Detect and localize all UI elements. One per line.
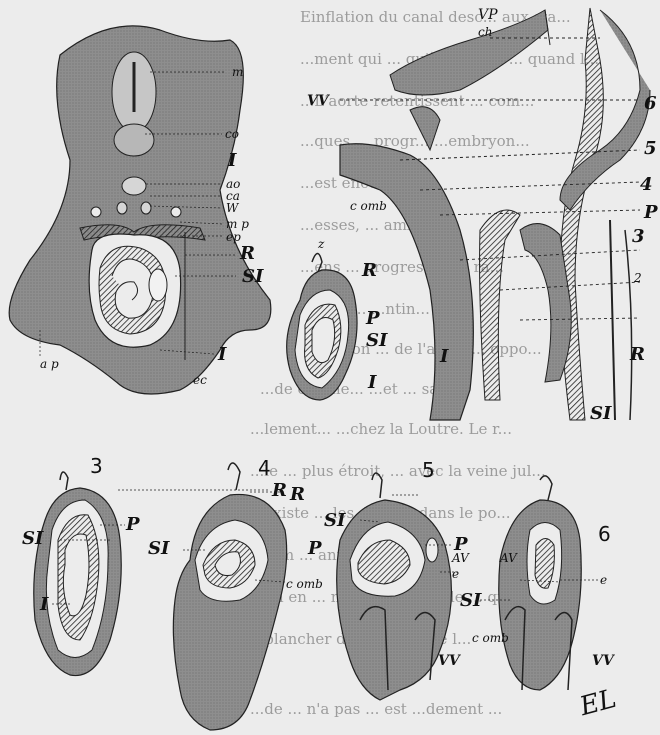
label-AV: AV xyxy=(452,552,469,564)
label-P: P xyxy=(644,204,658,222)
figure-3 xyxy=(34,472,122,676)
label-R: R xyxy=(362,262,377,280)
label-R: R xyxy=(630,346,645,364)
label-ch: ch xyxy=(478,26,492,38)
label-z: z xyxy=(318,238,324,250)
figure-2-heart-section xyxy=(287,254,357,401)
label-R: R xyxy=(240,245,255,263)
figure-number-5: 5 xyxy=(422,460,435,480)
label-e: e xyxy=(452,568,459,580)
label-P: P xyxy=(366,310,380,328)
figure-number-3: 3 xyxy=(90,456,103,476)
label-I: I xyxy=(368,374,376,392)
label-mp: m p xyxy=(226,218,249,230)
label-SI: SI xyxy=(366,332,387,350)
label-6: 6 xyxy=(644,95,657,113)
label-VV: VV xyxy=(592,654,614,668)
figure-5 xyxy=(337,473,452,700)
label-VV: VV xyxy=(307,94,329,108)
label-SI: SI xyxy=(148,540,169,558)
label-comb: c omb xyxy=(350,200,387,212)
label-comb: c omb xyxy=(286,578,323,590)
notochord xyxy=(114,124,154,156)
label-ap: a p xyxy=(40,358,59,370)
label-ep: ep xyxy=(226,231,241,243)
label-2: 2 xyxy=(634,272,642,284)
label-W: W xyxy=(226,202,238,214)
label-SI: SI xyxy=(22,530,43,548)
label-4: 4 xyxy=(640,176,653,194)
label-m: m xyxy=(232,66,243,78)
label-SI: SI xyxy=(460,592,481,610)
label-comb: c omb xyxy=(472,632,509,644)
label-co: co xyxy=(225,128,239,140)
label-SI: SI xyxy=(324,512,345,530)
label-P: P xyxy=(126,516,140,534)
label-SI: SI xyxy=(242,268,263,286)
label-I: I xyxy=(440,348,448,366)
label-AV: AV xyxy=(500,552,517,564)
figure-number-6: 6 xyxy=(598,524,611,544)
label-I: I xyxy=(40,596,48,614)
label-3: 3 xyxy=(632,228,645,246)
label-ec: ec xyxy=(193,374,207,386)
label-SI: SI xyxy=(590,405,611,423)
label-e: e xyxy=(600,574,607,586)
label-P: P xyxy=(308,540,322,558)
label-5: 5 xyxy=(644,140,657,158)
aorta xyxy=(122,177,146,195)
figure-number-4: 4 xyxy=(258,458,271,478)
label-R: R xyxy=(272,482,287,500)
figure-6 xyxy=(499,476,582,690)
label-I-lower: I xyxy=(218,346,226,364)
label-VV: VV xyxy=(438,654,460,668)
label-I: I xyxy=(228,152,236,170)
label-R: R xyxy=(290,486,305,504)
figure-longitudinal xyxy=(340,8,650,420)
label-VP: VP xyxy=(478,8,498,22)
figure-4 xyxy=(173,463,286,730)
